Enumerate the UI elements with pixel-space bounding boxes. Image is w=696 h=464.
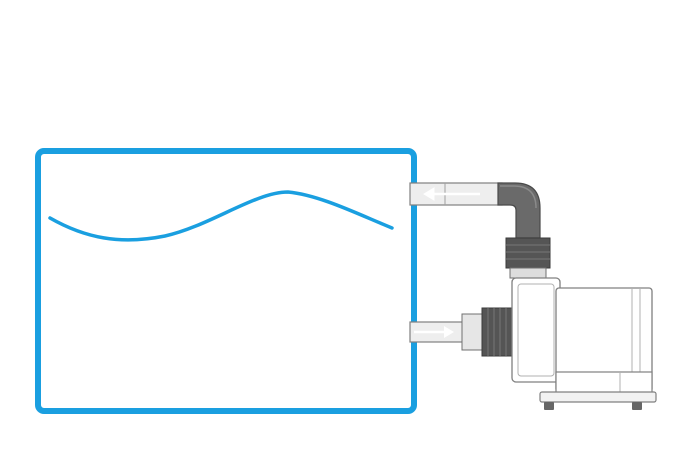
pump [511,277,657,410]
return-pipe [409,182,551,279]
tank [35,148,417,414]
intake-pipe [409,307,513,357]
flow-arrow-in-icon [423,187,480,201]
flow-arrow-out-icon [414,326,454,338]
water-surface [48,190,394,242]
